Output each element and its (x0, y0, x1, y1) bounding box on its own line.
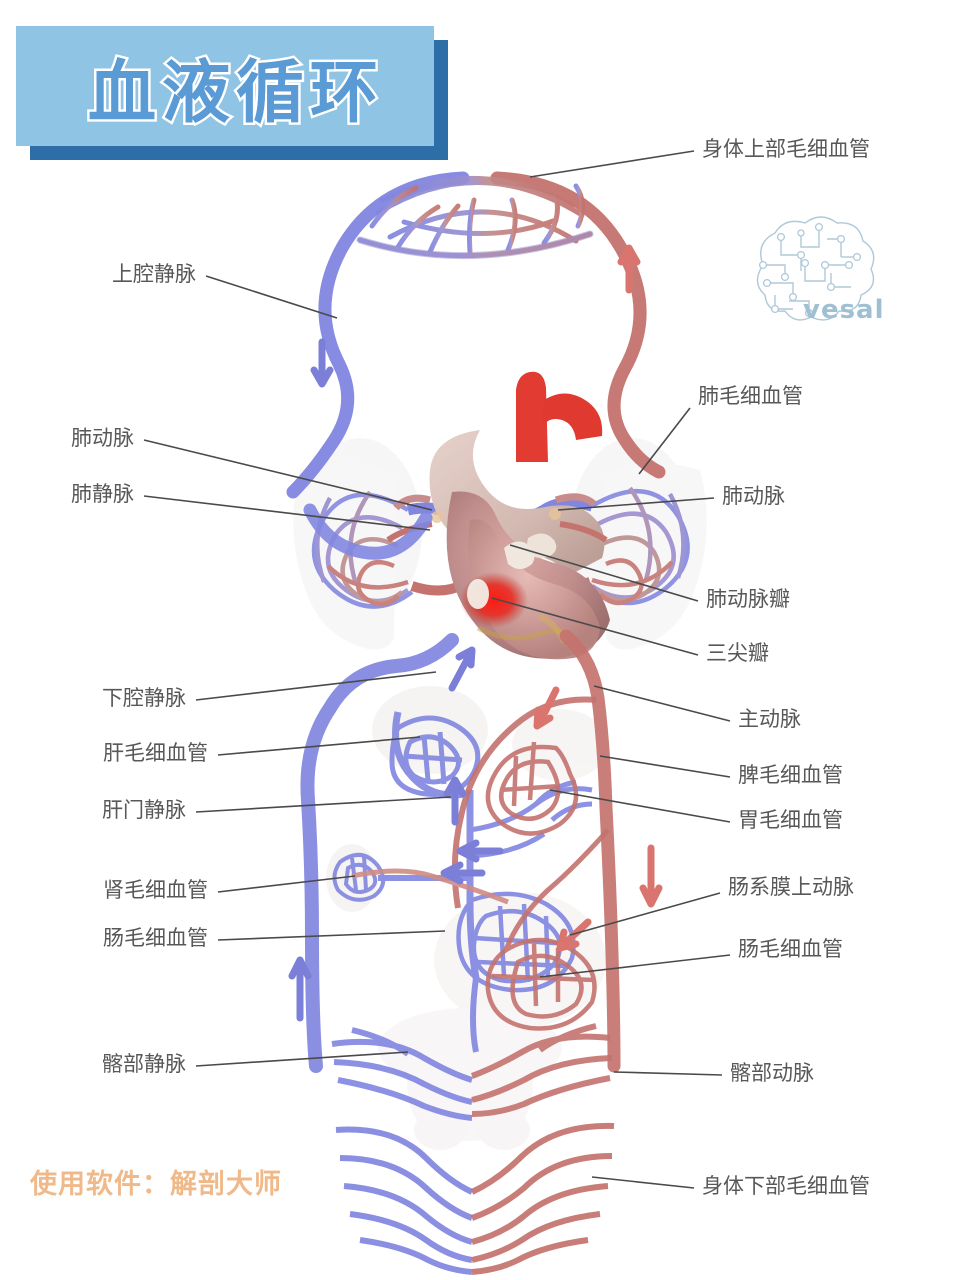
leader-superior-vena-cava (205, 275, 338, 319)
leader-pulmonary-capillaries (638, 407, 691, 475)
leader-superior-mesenteric-artery (569, 892, 721, 936)
label-hepatic-portal-vein: 肝门静脉 (102, 798, 186, 822)
leader-upper-body-capillaries (529, 150, 695, 178)
leader-intestinal-capillaries-left (217, 930, 446, 941)
label-pulmonary-valve: 肺动脉瓣 (706, 587, 790, 611)
label-superior-mesenteric-artery: 肠系膜上动脉 (728, 875, 854, 899)
page-title-outline: 血液循环 (85, 51, 384, 135)
leader-gastric-capillaries (549, 789, 731, 823)
vesal-brand-text: vesal (803, 295, 885, 325)
portal-venous-system (332, 711, 593, 1053)
label-lower-body-capillaries: 身体下部毛细血管 (702, 1174, 870, 1198)
label-intestinal-capillaries-right: 肠毛细血管 (738, 937, 843, 961)
label-pulmonary-artery-left: 肺动脉 (71, 426, 134, 450)
page-title: 血液循环 (87, 53, 384, 133)
label-splenic-capillaries: 脾毛细血管 (738, 763, 843, 787)
leader-pulmonary-vein (143, 495, 431, 531)
leader-pulmonary-artery-right (557, 497, 715, 511)
leader-splenic-capillaries (599, 755, 731, 778)
label-iliac-artery: 髂部动脉 (730, 1061, 814, 1085)
brain-circuit-icon (756, 216, 875, 321)
vesal-watermark: vesal (745, 213, 884, 331)
label-iliac-vein: 髂部静脉 (102, 1052, 186, 1076)
upper-body-loop (286, 171, 666, 499)
leader-lines (143, 150, 731, 1189)
leader-aorta (593, 685, 731, 722)
heart-anatomy (386, 371, 610, 660)
label-inferior-vena-cava: 下腔静脉 (102, 686, 186, 710)
label-renal-capillaries: 肾毛细血管 (103, 878, 208, 902)
lower-body-capillaries (331, 1023, 615, 1275)
leader-pulmonary-artery-left (143, 439, 433, 511)
label-pulmonary-capillaries: 肺毛细血管 (698, 384, 803, 408)
label-tricuspid-valve: 三尖瓣 (706, 641, 769, 665)
leader-pulmonary-valve (509, 544, 699, 602)
label-upper-body-capillaries: 身体上部毛细血管 (702, 137, 870, 161)
label-pulmonary-vein: 肺静脉 (71, 482, 134, 506)
leader-renal-capillaries (217, 875, 356, 893)
label-intestinal-capillaries-left: 肠毛细血管 (103, 926, 208, 950)
leader-hepatic-portal-vein (195, 796, 452, 813)
label-gastric-capillaries: 胃毛细血管 (738, 808, 843, 832)
software-credit: 使用软件：解剖大师 (30, 1169, 282, 1200)
label-superior-vena-cava: 上腔静脉 (112, 262, 196, 286)
leader-iliac-vein (195, 1051, 409, 1067)
flow-arrow-group-upper (310, 244, 641, 388)
label-hepatic-capillaries: 肝毛细血管 (103, 741, 208, 765)
leader-iliac-artery (613, 1071, 723, 1076)
leader-inferior-vena-cava (195, 671, 437, 701)
label-aorta: 主动脉 (738, 707, 801, 731)
leader-intestinal-capillaries-right (539, 954, 731, 978)
leader-lower-body-capillaries (591, 1176, 695, 1189)
label-pulmonary-artery-right: 肺动脉 (722, 484, 785, 508)
banner-fill (16, 26, 434, 146)
leader-tricuspid-valve (491, 597, 699, 656)
leader-hepatic-capillaries (217, 736, 421, 756)
